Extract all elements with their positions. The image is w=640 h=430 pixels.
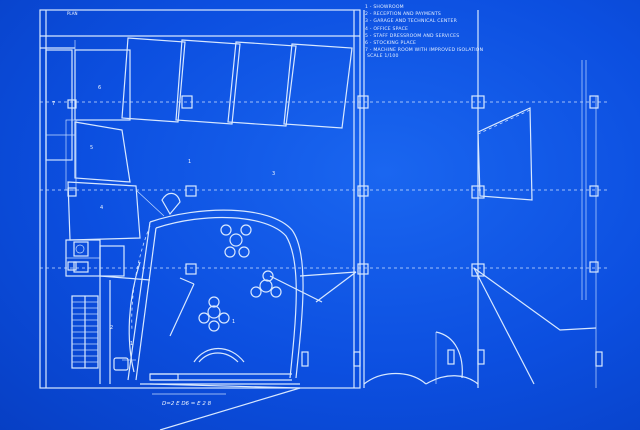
- legend-item: 4 - OFFICE SPACE: [365, 26, 409, 32]
- room-number-7: 7: [52, 101, 56, 107]
- legend-text: OFFICE SPACE: [373, 26, 409, 32]
- garage-area: [140, 107, 597, 430]
- room-number-5: 5: [90, 145, 94, 151]
- legend-num: 1: [365, 5, 369, 10]
- outer-walls: [39, 9, 361, 389]
- legend-num: 7: [365, 48, 369, 54]
- legend-text: GARAGE AND TECHNICAL CENTER: [373, 19, 457, 25]
- legend-text: STOCKING PLACE: [373, 40, 417, 46]
- legend-text: MACHINE ROOM WITH IMPROVED ISOLATION: [373, 48, 484, 54]
- legend-item: 7 - MACHINE ROOM WITH IMPROVED ISOLATION: [365, 48, 484, 54]
- legend-item: 5 - STAFF DRESSROOM AND SERVICES: [365, 33, 460, 39]
- legend-item: 3 - GARAGE AND TECHNICAL CENTER: [365, 19, 457, 25]
- skylight-panels: [74, 37, 353, 129]
- room-number-3: 3: [272, 171, 276, 177]
- room-number-1: 1: [188, 159, 192, 165]
- legend: 1 - SHOWROOM 2 - RECEPTION AND PAYMENTS …: [365, 5, 515, 56]
- legend-num: 3: [365, 19, 369, 25]
- legend-num: 2: [365, 12, 369, 18]
- legend-text: STAFF DRESSROOM AND SERVICES: [373, 33, 460, 39]
- room-number-1-reception: 1: [130, 341, 134, 347]
- legend-item: 1 - SHOWROOM: [365, 5, 404, 10]
- legend-num: 5: [365, 33, 369, 39]
- legend-item: 2 - RECEPTION AND PAYMENTS: [365, 12, 442, 18]
- furniture-group: [149, 224, 292, 381]
- structural-grid: [40, 10, 610, 388]
- legend-item: 6 - STOCKING PLACE: [365, 40, 417, 46]
- bottom-annotation: D=2 E D6 = E 2 8: [162, 401, 212, 407]
- room-number-6: 6: [98, 85, 102, 91]
- service-rooms: [45, 49, 165, 277]
- legend-num: 4: [365, 26, 369, 32]
- legend-text: RECEPTION AND PAYMENTS: [373, 12, 442, 18]
- showroom-curves: [99, 192, 304, 384]
- room-number-2: 2: [110, 325, 114, 331]
- staircase: [71, 295, 99, 369]
- legend-text: SHOWROOM: [373, 5, 404, 10]
- legend-num: 6: [365, 40, 369, 46]
- room-number-1-showroom: 1: [232, 319, 236, 325]
- plan-title: PLAN: [67, 11, 78, 16]
- room-number-4: 4: [100, 205, 104, 211]
- scale-label: SCALE 1/100: [367, 54, 399, 59]
